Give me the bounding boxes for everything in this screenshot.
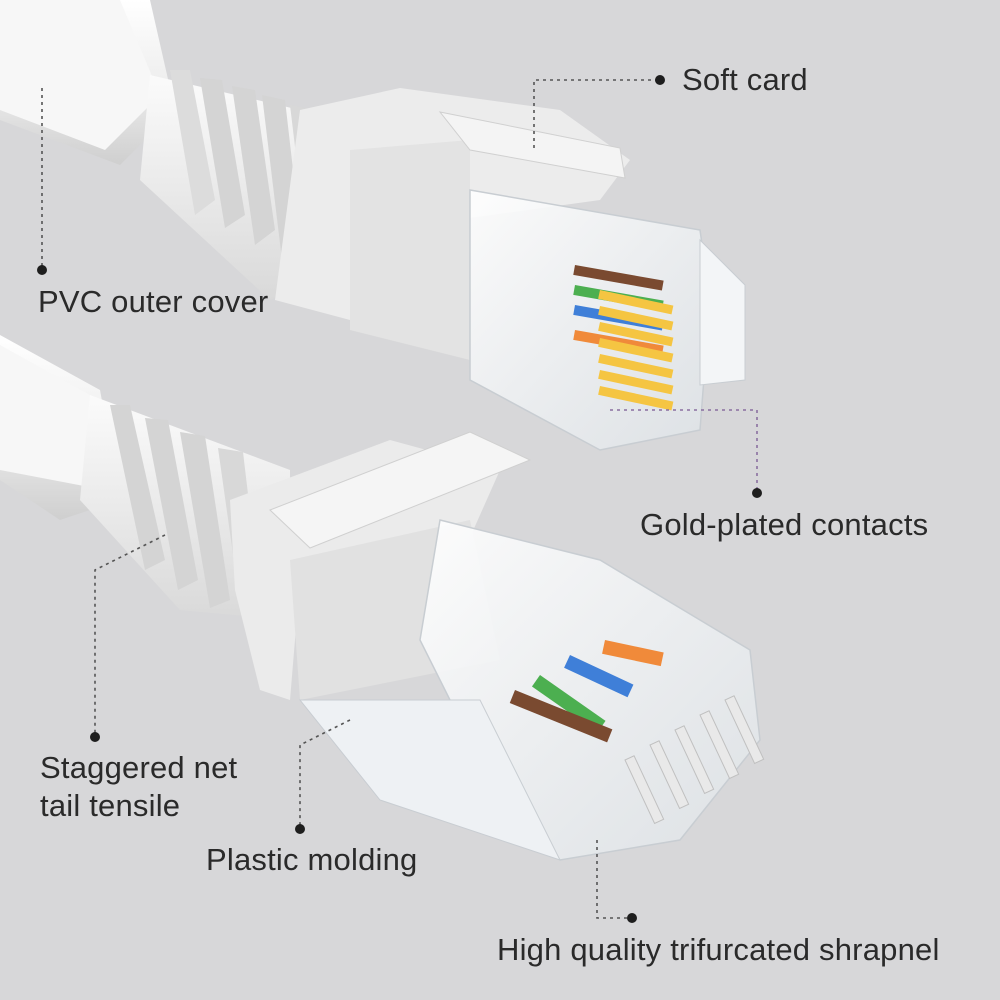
- bottom-connector: [0, 335, 765, 861]
- dot-pvc-outer-cover: [37, 265, 47, 275]
- label-soft-card: Soft card: [682, 62, 808, 97]
- label-staggered-net-tail-tensile: Staggered net tail tensile: [40, 750, 238, 823]
- top-gold-contacts: [598, 290, 674, 411]
- leader-soft-card: [533, 79, 658, 148]
- leader-lines: [41, 79, 758, 919]
- leader-trifurcated-shrapnel: [596, 840, 630, 919]
- leader-staggered-net-tail: [94, 534, 166, 735]
- label-plastic-molding: Plastic molding: [206, 842, 418, 877]
- dot-soft-card: [655, 75, 665, 85]
- leader-dots: [37, 75, 762, 923]
- leader-gold-plated-contacts: [610, 409, 758, 492]
- label-gold-plated-contacts: Gold-plated contacts: [640, 507, 929, 542]
- label-pvc-outer-cover: PVC outer cover: [38, 284, 269, 319]
- dot-plastic-molding: [295, 824, 305, 834]
- dot-gold-plated-contacts: [752, 488, 762, 498]
- dot-staggered-net-tail: [90, 732, 100, 742]
- label-trifurcated-shrapnel: High quality trifurcated shrapnel: [497, 932, 940, 967]
- bottom-contacts: [624, 695, 765, 825]
- top-connector: [0, 0, 746, 451]
- dot-trifurcated-shrapnel: [627, 913, 637, 923]
